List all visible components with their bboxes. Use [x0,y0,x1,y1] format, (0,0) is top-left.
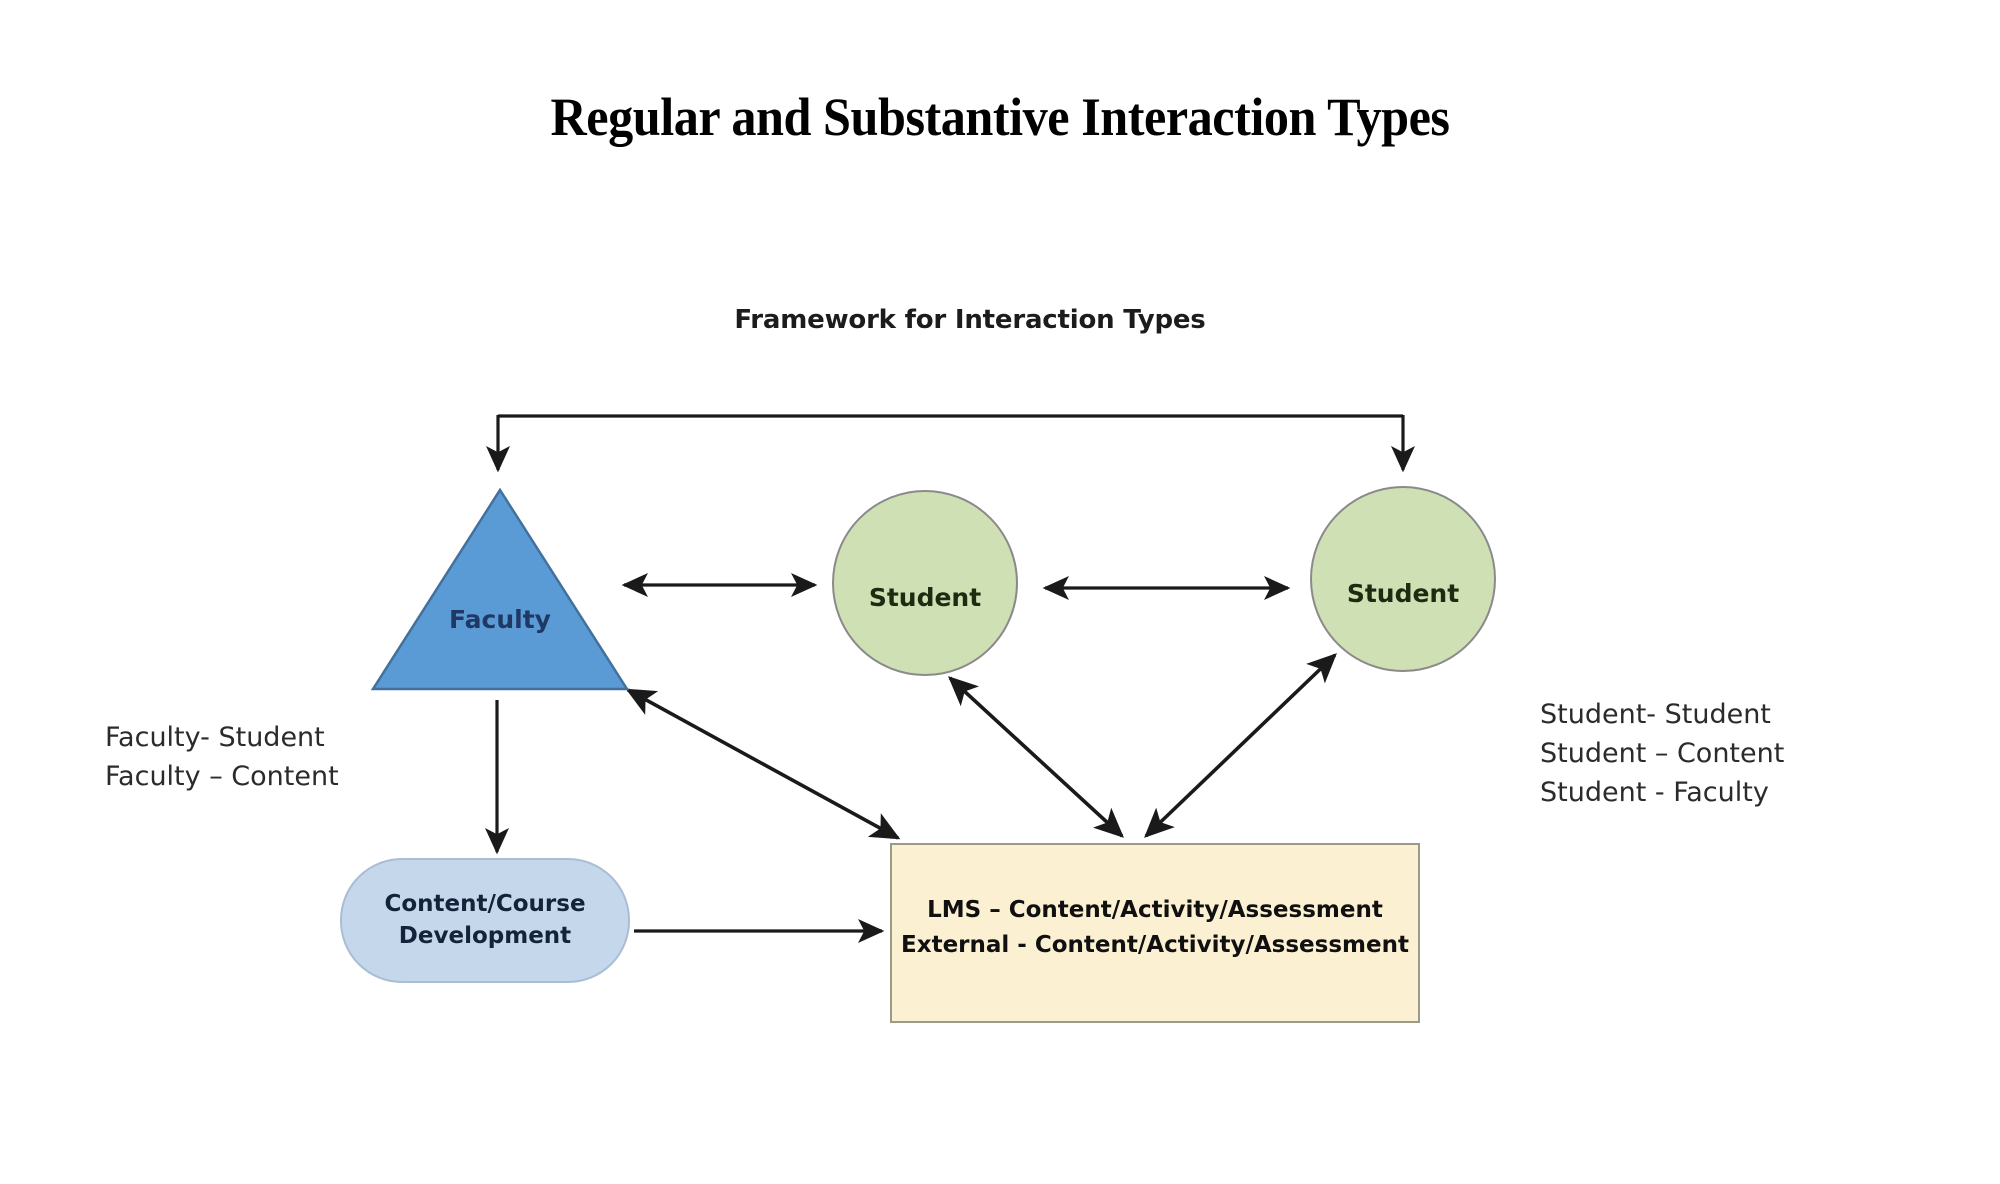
connector-faculty-student-right-bracket [486,414,1415,473]
content-label-line-2: Development [398,922,572,949]
connector-faculty-lms [625,688,901,840]
diagram-subtitle: Framework for Interaction Types [734,305,1206,335]
node-student-left-label: Student [868,582,982,612]
connector-student-left-lms [948,676,1124,838]
faculty-interaction-line-1: Faculty- Student [105,722,325,753]
node-student-right[interactable]: Student [1310,486,1496,672]
student-interaction-line-1: Student- Student [1540,699,1771,730]
node-faculty[interactable]: Faculty [370,487,630,692]
connector-student-right-lms [1144,653,1337,838]
content-label-line-1: Content/Course [384,891,586,918]
triangle-shape [370,487,630,691]
node-content-development-label: Content/Course Development [384,889,585,951]
node-content-development[interactable]: Content/Course Development [340,858,630,983]
student-interaction-line-3: Student - Faculty [1540,777,1769,809]
page-title: Regular and Substantive Interaction Type… [550,87,1450,147]
node-lms-label: LMS – Content/Activity/Assessment Extern… [901,893,1409,962]
node-student-left[interactable]: Student [832,490,1018,676]
node-faculty-label: Faculty [449,605,551,634]
student-interaction-list: Student- Student Student – Content Stude… [1540,695,1784,812]
node-student-right-label: Student [1346,578,1460,608]
lms-label-line-1: LMS – Content/Activity/Assessment [927,897,1383,923]
node-lms[interactable]: LMS – Content/Activity/Assessment Extern… [890,843,1420,1023]
lms-label-line-2: External - Content/Activity/Assessment [901,931,1409,958]
student-interaction-line-2: Student – Content [1540,738,1785,770]
faculty-interaction-line-2: Faculty – Content [105,761,339,793]
faculty-interaction-list: Faculty- Student Faculty – Content [105,718,339,796]
